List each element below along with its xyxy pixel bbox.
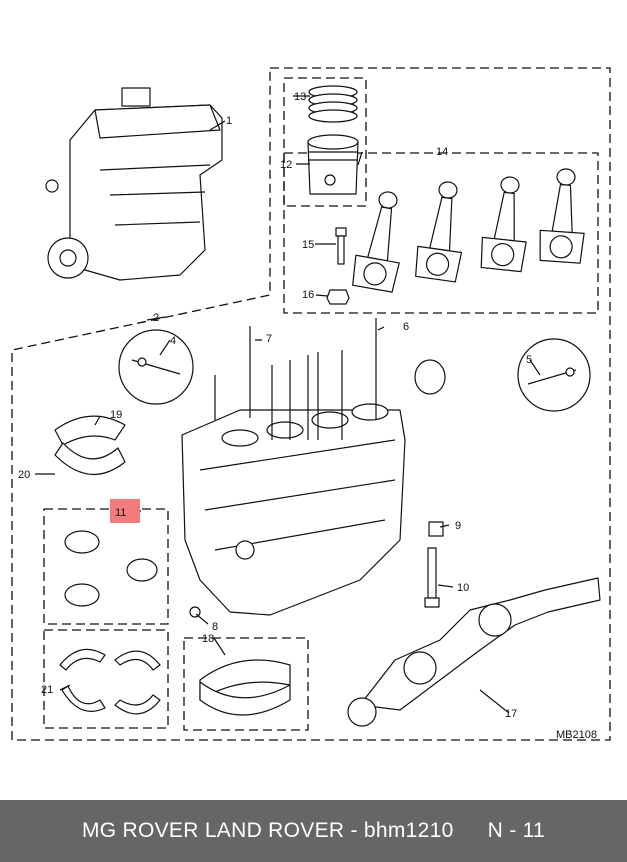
callout-15: 15 [302,239,314,251]
callout-2: 2 [153,312,159,324]
callout-21: 21 [41,684,53,696]
callout-10: 10 [457,582,469,594]
callout-12: 12 [280,159,292,171]
piston-rings-drawing [308,85,358,123]
camshaft-bearings-drawing [64,530,158,607]
callout-8: 8 [212,621,218,633]
core-plug-drawing [414,359,446,395]
piston-group-border [283,77,367,207]
callout-14: 14 [436,146,448,158]
main-bolt-drawing [424,547,440,608]
callout-1: 1 [226,115,232,127]
callout-16: 16 [302,289,314,301]
reference-code: MB2108 [556,729,597,741]
callout-19: 19 [110,409,122,421]
engine-block-drawing [181,318,406,616]
callout-9: 9 [455,520,461,532]
callout-13: 13 [294,91,306,103]
footer-page-ref: N - 11 [487,819,546,842]
rod-group-border [283,152,599,314]
bearing-group-border [43,508,169,625]
detail-circle-5 [517,338,591,412]
callout-4: 4 [170,335,176,347]
footer-brand-text: MG ROVER LAND ROVER - bhm1210 [81,819,454,842]
highlight-callout-11 [110,499,140,523]
callout-17: 17 [505,708,517,720]
thrust-washer-shells-drawing [54,415,126,475]
rod-nut-drawing [326,289,350,305]
dowel-drawing [428,521,444,537]
footer-bar: MG ROVER LAND ROVER - bhm1210 N - 11 [0,800,627,862]
thrust-washers-drawing [59,648,161,715]
main-bearing-group-border [183,637,309,731]
piston-drawing [307,134,359,195]
rod-bolt-drawing [335,227,347,265]
engine-assembly-drawing [45,87,223,281]
callout-20: 20 [18,469,30,481]
main-bearings-drawing [199,659,291,716]
callout-7: 7 [266,333,272,345]
connecting-rods-drawing [352,168,585,293]
thrust-group-border [43,629,169,729]
main-group-border [11,67,611,741]
callout-11: 11 [115,507,126,519]
callout-5: 5 [526,354,532,366]
callout-18: 18 [202,633,214,645]
leader-lines [35,95,541,714]
detail-circle-4 [118,329,194,405]
callout-6: 6 [403,321,409,333]
crankshaft-drawing [347,577,601,727]
exploded-parts-diagram: 1 2 4 5 6 7 8 9 10 11 12 13 14 15 16 17 … [11,67,611,741]
